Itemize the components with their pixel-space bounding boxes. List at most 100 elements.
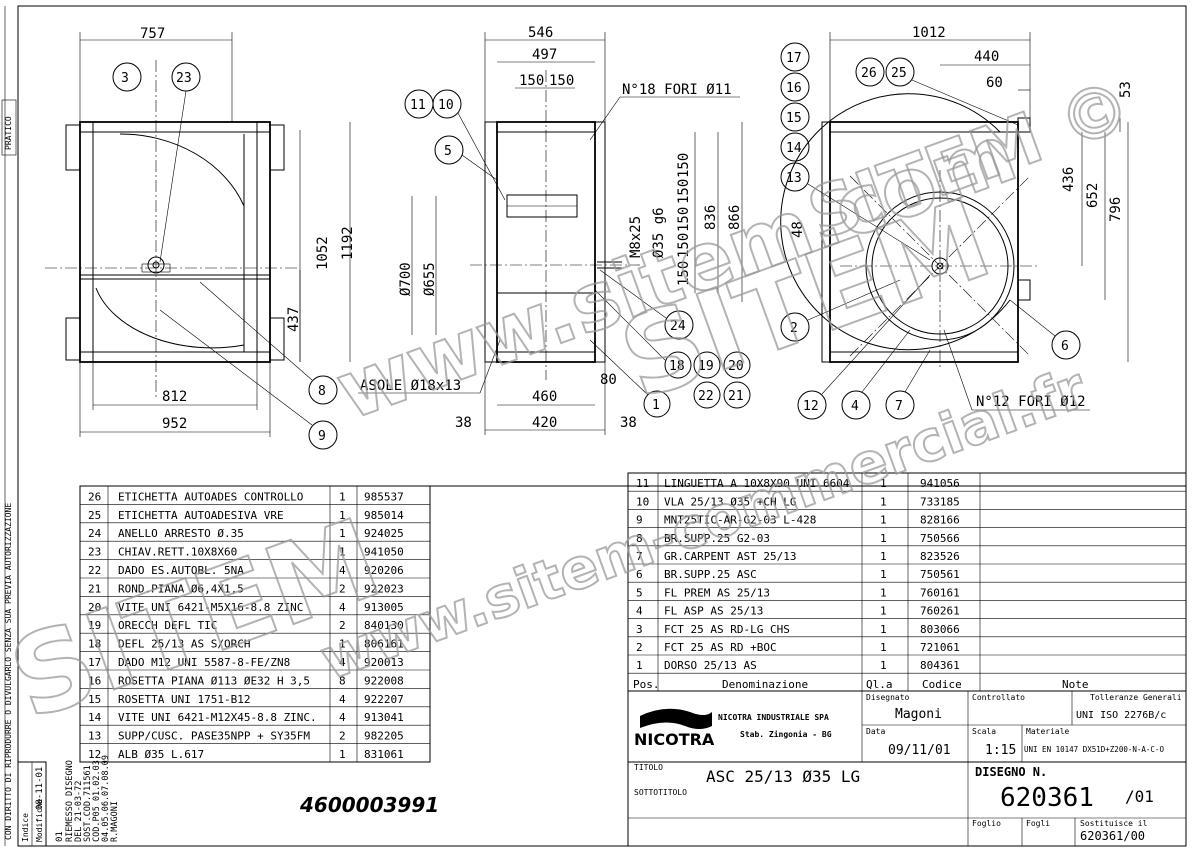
bom-header-note: Note (1062, 678, 1089, 691)
dim-952: 952 (162, 416, 187, 432)
revision-line: SOST.COD.711561 (83, 765, 93, 842)
bom-pos: 17 (88, 656, 101, 669)
lbl-drawn: Disegnato (866, 693, 910, 702)
bom-code: 985014 (364, 509, 404, 522)
dim-460: 460 (532, 389, 557, 405)
balloon-13: 13 (786, 171, 802, 186)
dim-437: 437 (286, 307, 302, 332)
dim-866: 866 (727, 205, 743, 230)
balloon-1: 1 (652, 398, 660, 413)
balloon-15: 15 (786, 111, 802, 126)
bom-desc: DEFL 25/13 AS S/ORCH (118, 638, 250, 651)
balloon-22: 22 (698, 389, 714, 404)
bom-desc: DADO ES.AUTOBL. 5NA (118, 564, 244, 577)
dim-420: 420 (532, 415, 557, 431)
lbl-date: Data (866, 727, 885, 736)
bom-qty: 1 (339, 490, 346, 503)
bom-pos: 23 (88, 546, 101, 559)
balloon-6: 6 (1061, 339, 1069, 354)
balloon-19: 19 (698, 359, 714, 374)
bom-pos: 26 (88, 490, 101, 503)
bom-qty: 1 (880, 623, 887, 636)
bom-pos: 5 (636, 586, 643, 599)
bom-code: 913041 (364, 711, 404, 724)
lbl-material: Materiale (1026, 727, 1070, 736)
bom-qty: 1 (880, 477, 887, 490)
balloon-14: 14 (786, 141, 802, 156)
article-code: 4600003991 (299, 793, 439, 817)
bom-code: 721061 (920, 641, 960, 654)
company-name: NICOTRA INDUSTRIALE SPA (718, 713, 829, 722)
logo-text: NICOTRA (634, 730, 715, 749)
bom-desc: DORSO 25/13 AS (664, 659, 757, 672)
dim-150-r3: 150 (676, 207, 692, 232)
dim-812: 812 (162, 389, 187, 405)
dim-38-right: 38 (620, 415, 637, 431)
bom-code: 750561 (920, 568, 960, 581)
lbl-subtitle: SOTTOTITOLO (634, 788, 687, 797)
bom-pos: 1 (636, 659, 643, 672)
bom-pos: 11 (636, 477, 649, 490)
lbl-scale: Scala (972, 727, 996, 736)
bom-code: 804361 (920, 659, 960, 672)
bom-pos: 15 (88, 693, 101, 706)
bom-code: 922023 (364, 582, 404, 595)
dim-m8x25: M8x25 (628, 216, 644, 258)
bom-code: 941056 (920, 477, 960, 490)
revision-line: 04.05.06.07.08.09 (101, 755, 111, 842)
bom-pos: 16 (88, 674, 101, 687)
bom-code: 828166 (920, 514, 960, 527)
bom-header-pos: Pos. (633, 678, 660, 691)
balloon-16: 16 (786, 81, 802, 96)
bom-pos: 24 (88, 527, 102, 540)
drawing-title: ASC 25/13 Ø35 LG (706, 767, 860, 786)
lbl-drawing-number: DISEGNO N. (975, 765, 1047, 779)
dim-1192: 1192 (340, 226, 356, 260)
note-holes-11: N°18 FORI Ø11 (622, 82, 732, 98)
bom-code: 941050 (364, 546, 404, 559)
dim-dia-700: Ø700 (398, 262, 414, 296)
revision-block: Indice Modifiche 01 08-11-01 RIEMESSO DI… (17, 755, 120, 847)
dim-48: 48 (790, 221, 806, 238)
balloon-7: 7 (895, 399, 903, 414)
bom-qty: 1 (880, 495, 887, 508)
bom-qty: 4 (339, 693, 346, 706)
rev-index: 01 (55, 831, 65, 842)
bom-desc: VLA 25/13 Ø35 +CH LG (664, 495, 796, 508)
bom-desc: GR.CARPENT AST 25/13 (664, 550, 796, 563)
bom-code: 840130 (364, 619, 404, 632)
dim-150-r2: 150 (676, 179, 692, 204)
bom-qty: 2 (339, 730, 346, 743)
scale: 1:15 (985, 743, 1016, 758)
bom-qty: 1 (880, 586, 887, 599)
dim-1052: 1052 (315, 236, 331, 270)
bom-desc: ROSETTA UNI 1751-B12 (118, 693, 250, 706)
dim-1012: 1012 (912, 25, 946, 41)
balloon-25: 25 (891, 66, 907, 81)
drawn-by: Magoni (895, 707, 942, 722)
revision-line: DEL 21-03-72 (74, 781, 84, 842)
bom-desc: VITE UNI 6421-M12X45-8.8 ZINC. (118, 711, 317, 724)
bom-pos: 14 (88, 711, 102, 724)
bom-header-code: Codice (922, 678, 962, 691)
balloon-20: 20 (728, 359, 744, 374)
bom-pos: 22 (88, 564, 101, 577)
bom-qty: 1 (880, 641, 887, 654)
lbl-sheets: Fogli (1026, 819, 1050, 828)
dim-dia-35-g6: Ø35 g6 (651, 207, 667, 258)
bom-qty: 1 (339, 748, 346, 761)
balloon-11: 11 (410, 98, 426, 113)
bom-pos: 19 (88, 619, 101, 632)
bom-header-desc: Denominazione (722, 678, 808, 691)
